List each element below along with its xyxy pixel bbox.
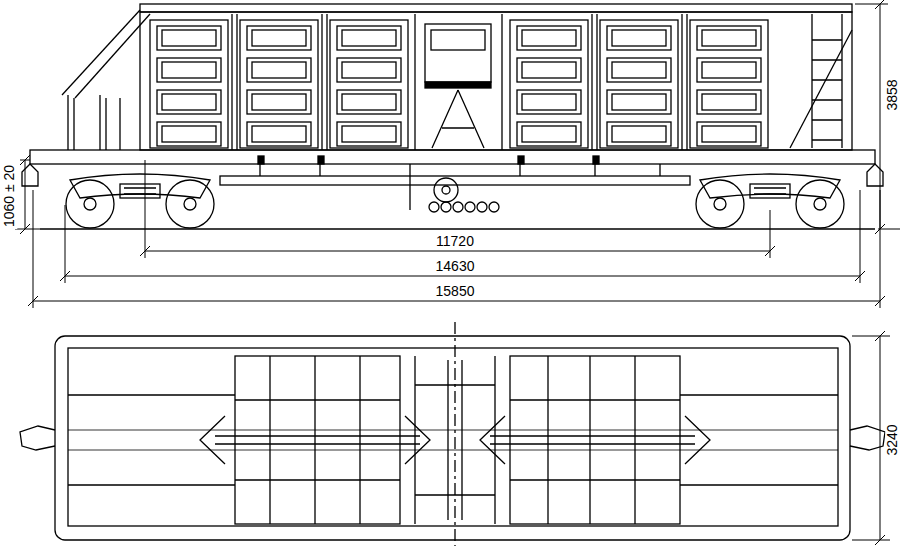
- roof: [140, 4, 852, 12]
- body: [140, 12, 852, 150]
- plan-view: [20, 322, 885, 546]
- dimension-lines: [15, 0, 900, 545]
- dimension-label: 15850: [434, 284, 477, 299]
- dimension-label: 1060 ± 20: [2, 163, 17, 229]
- dimension-label: 14630: [434, 259, 477, 274]
- dimension-label: 3240: [885, 422, 900, 457]
- dimension-label: 3858: [885, 77, 900, 112]
- underframe: [30, 150, 875, 164]
- bogie: [66, 174, 214, 228]
- dimension-label: 11720: [434, 234, 476, 249]
